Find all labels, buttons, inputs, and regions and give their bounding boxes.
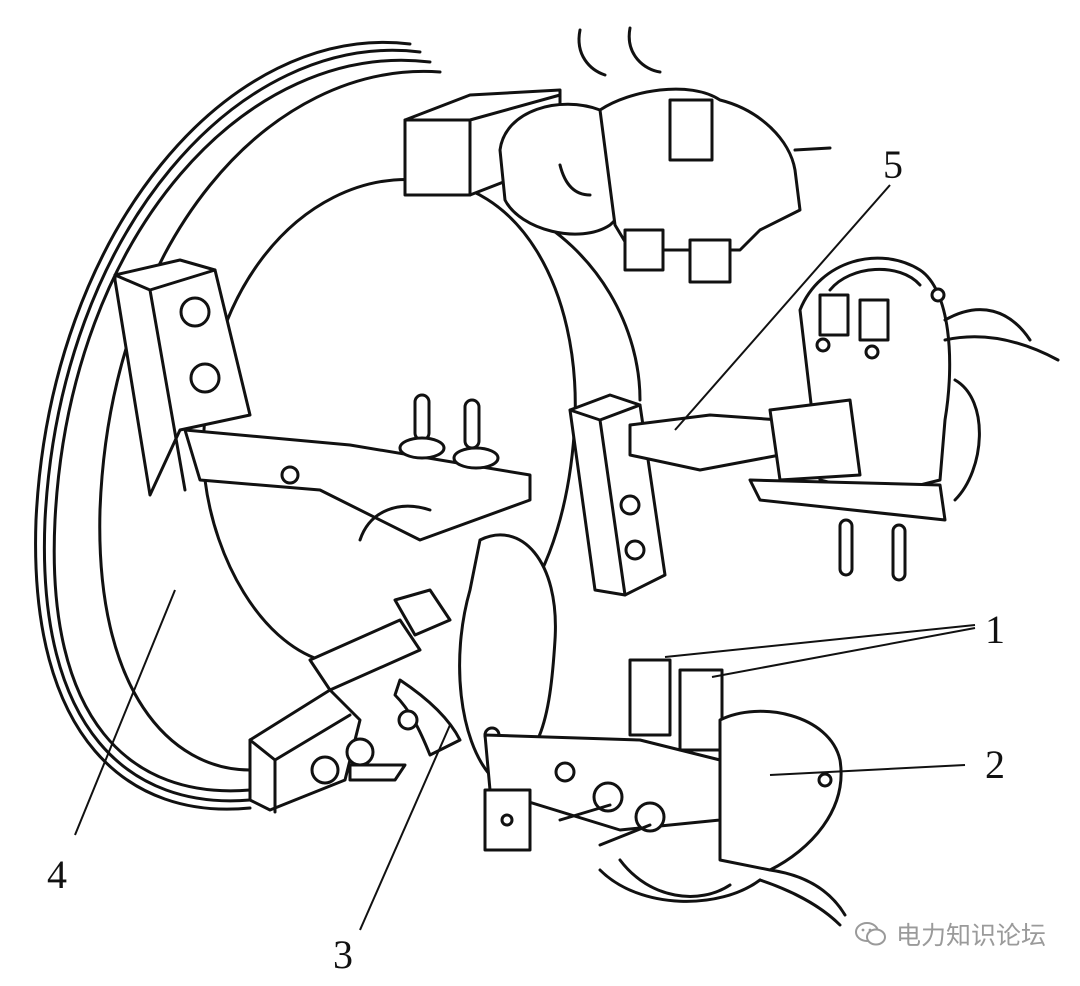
brush-1b: [678, 668, 724, 752]
watermark: 电力知识论坛: [854, 916, 1046, 952]
callout-3: 3: [333, 932, 353, 977]
callout-1: 1: [985, 607, 1005, 652]
watermark-text: 电力知识论坛: [895, 921, 1046, 950]
right-brush-holder: [628, 256, 1060, 582]
brush-1a: [628, 658, 672, 737]
lower-brush-holder: [483, 658, 847, 927]
upper-left-mount: [113, 258, 252, 497]
wechat-icon: [854, 922, 886, 946]
callout-5: 5: [883, 142, 903, 187]
callout-2: 2: [985, 742, 1005, 787]
top-brush-holder: [403, 26, 832, 284]
holder-arm: [183, 393, 557, 777]
callout-4: 4: [47, 852, 67, 897]
lower-left-mount: [248, 688, 407, 814]
